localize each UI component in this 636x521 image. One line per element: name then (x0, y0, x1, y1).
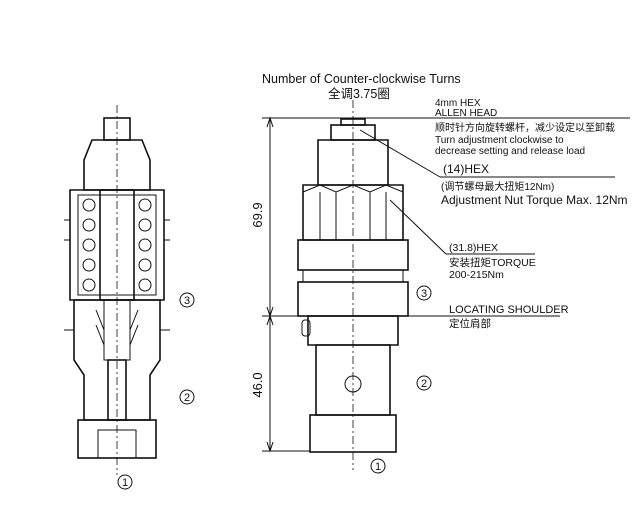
hex14-label: (14)HEX (443, 162, 489, 176)
dimension-lower: 46.0 (250, 372, 265, 397)
turn-note-cn: 顺时针方向旋转螺杆，减少设定以至卸载 (435, 121, 615, 134)
nut-torque-cn: (调节螺母最大扭矩12Nm) (441, 180, 554, 193)
svg-text:1: 1 (122, 477, 128, 489)
port-2-right: 2 (416, 375, 432, 391)
leaders (262, 117, 630, 452)
hex318-label: (31.8)HEX (449, 242, 498, 254)
install-torque-cn: 安装扭矩TORQUE (449, 256, 536, 269)
port-3-right: 3 (416, 285, 432, 301)
locating-shoulder-en: LOCATING SHOULDER (449, 304, 569, 316)
port-1-left: 1 (117, 474, 133, 490)
dimension-lines (266, 116, 274, 453)
port-2-left: 2 (179, 389, 195, 405)
port-3-left: 3 (179, 292, 195, 308)
title-line-2: 全调3.75圈 (328, 86, 390, 101)
turn-note-en-2: decrease setting and release load (435, 146, 585, 157)
install-torque-value: 200-215Nm (449, 269, 504, 281)
locating-shoulder-cn: 定位肩部 (449, 317, 491, 330)
port-1-right: 1 (370, 458, 386, 474)
section-view (64, 105, 170, 475)
allen-head-label-1: 4mm HEX (435, 98, 481, 109)
svg-text:3: 3 (421, 288, 427, 300)
svg-text:1: 1 (375, 461, 381, 473)
svg-text:3: 3 (184, 295, 190, 307)
dimension-upper: 69.9 (250, 202, 265, 227)
svg-text:2: 2 (184, 392, 190, 404)
svg-text:2: 2 (421, 378, 427, 390)
turn-note-en-1: Turn adjustment clockwise to (435, 135, 564, 146)
title-line-1: Number of Counter-clockwise Turns (262, 72, 461, 86)
allen-head-label-2: ALLEN HEAD (435, 108, 497, 119)
nut-torque-en: Adjustment Nut Torque Max. 12Nm (441, 193, 628, 207)
outline-view (297, 100, 409, 470)
